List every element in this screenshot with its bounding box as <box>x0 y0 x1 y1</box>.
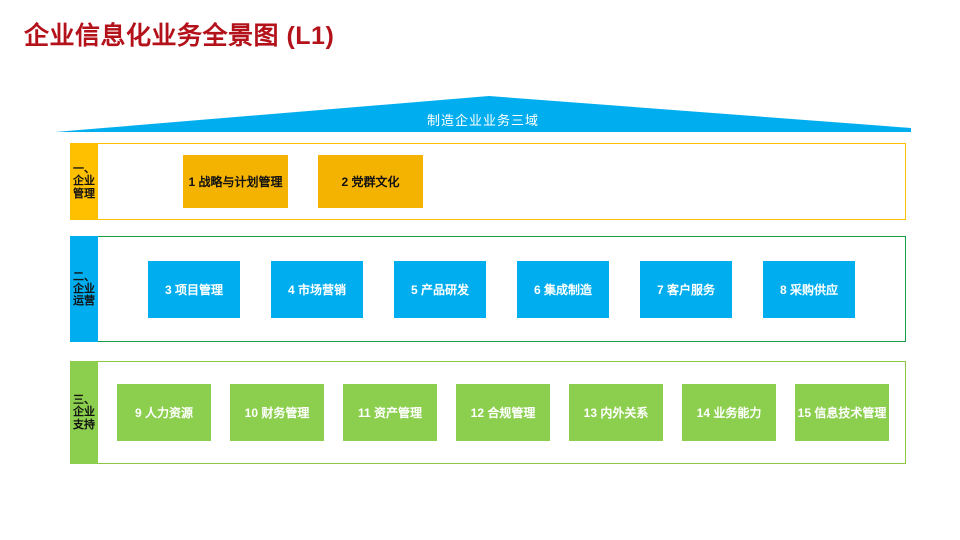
capability-box-9[interactable]: 9 人力资源 <box>117 384 211 441</box>
layer-row-enterprise-support: 三、 企业 支持 9 人力资源 10 财务管理 11 资产管理 12 合规管理 … <box>70 361 906 464</box>
capability-box-7[interactable]: 7 客户服务 <box>640 260 732 318</box>
row-tab-line: 企业 <box>73 175 95 188</box>
row-tab-line: 企业 <box>73 282 95 295</box>
layer-row-enterprise-operations: 二、 企业 运营 3 项目管理 4 市场营销 5 产品研发 6 集成制造 7 客… <box>70 236 906 342</box>
capability-box-5[interactable]: 5 产品研发 <box>394 260 486 318</box>
row-items-1: 1 战略与计划管理 2 党群文化 <box>97 143 906 220</box>
capability-box-6[interactable]: 6 集成制造 <box>517 260 609 318</box>
capability-box-2[interactable]: 2 党群文化 <box>318 155 423 208</box>
capability-box-15[interactable]: 15 信息技术管理 <box>795 384 889 441</box>
row-tab-enterprise-management: 一、 企业 管理 <box>70 143 98 220</box>
capability-box-13[interactable]: 13 内外关系 <box>569 384 663 441</box>
row-items-3: 9 人力资源 10 财务管理 11 资产管理 12 合规管理 13 内外关系 1… <box>97 361 906 464</box>
row-tab-line: 管理 <box>73 187 95 200</box>
row-tab-line: 运营 <box>73 295 95 308</box>
capability-box-4[interactable]: 4 市场营销 <box>271 260 363 318</box>
capability-box-14[interactable]: 14 业务能力 <box>682 384 776 441</box>
capability-box-12[interactable]: 12 合规管理 <box>456 384 550 441</box>
row-tab-enterprise-operations: 二、 企业 运营 <box>70 236 98 342</box>
roof-triangle-icon <box>55 96 911 132</box>
page-title: 企业信息化业务全景图 (L1) <box>24 22 335 50</box>
capability-box-1[interactable]: 1 战略与计划管理 <box>183 155 288 208</box>
capability-box-8[interactable]: 8 采购供应 <box>763 260 855 318</box>
row-tab-line: 支持 <box>73 418 95 431</box>
row-tab-line: 企业 <box>73 406 95 419</box>
roof-banner: 制造企业业务三域 <box>55 96 911 132</box>
layer-row-enterprise-management: 一、 企业 管理 1 战略与计划管理 2 党群文化 <box>70 143 906 220</box>
capability-box-3[interactable]: 3 项目管理 <box>148 260 240 318</box>
capability-box-10[interactable]: 10 财务管理 <box>230 384 324 441</box>
row-tab-line: 一、 <box>73 163 95 176</box>
row-tab-enterprise-support: 三、 企业 支持 <box>70 361 98 464</box>
row-items-2: 3 项目管理 4 市场营销 5 产品研发 6 集成制造 7 客户服务 8 采购供… <box>97 236 906 342</box>
row-tab-line: 二、 <box>73 270 95 283</box>
row-tab-line: 三、 <box>73 394 95 407</box>
capability-box-11[interactable]: 11 资产管理 <box>343 384 437 441</box>
